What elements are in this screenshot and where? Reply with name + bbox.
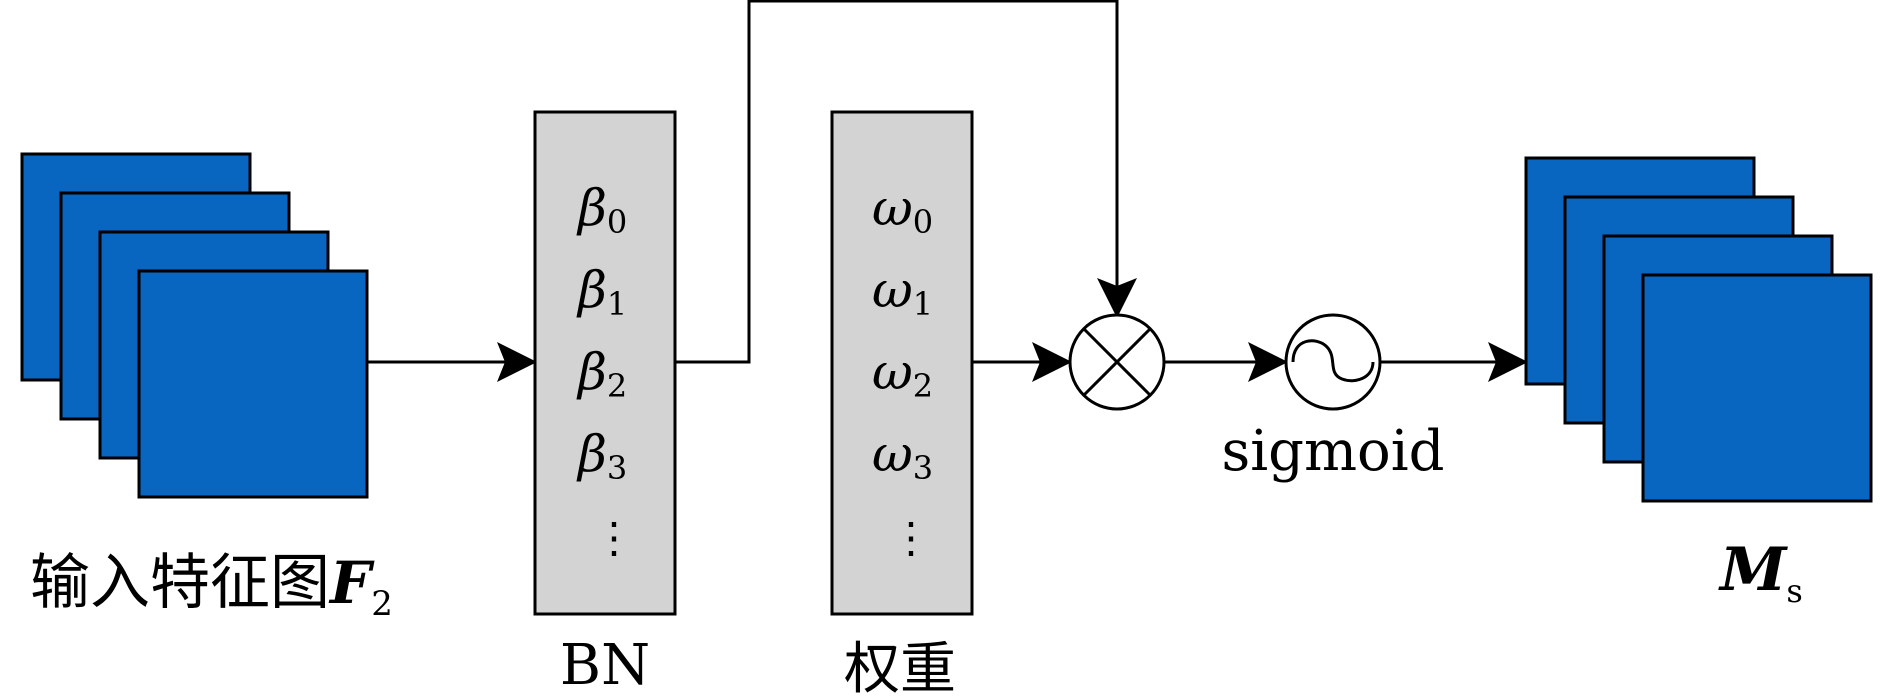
weight-label: 权重	[844, 637, 956, 700]
beta-symbol: β	[576, 179, 607, 237]
bn-entry-3: β3	[576, 425, 627, 487]
weight-entry-2: ω2	[872, 343, 933, 405]
bn-entries: β0 β1 β2 β3 ⋮	[576, 179, 635, 562]
weight-entry-1: ω1	[872, 261, 933, 323]
bn-subscript: 3	[607, 449, 627, 487]
input-feature-map-layer	[137, 269, 369, 499]
bn-ellipsis: ⋮	[593, 513, 635, 562]
omega-symbol: ω	[872, 343, 913, 401]
input-subscript: 2	[371, 584, 393, 624]
omega-symbol: ω	[872, 425, 913, 483]
bn-entry-1: β1	[576, 261, 627, 323]
input-label: 输入特征图F2	[30, 548, 393, 624]
bn-subscript: 1	[607, 285, 627, 323]
beta-symbol: β	[576, 261, 607, 319]
weight-subscript: 3	[913, 449, 933, 487]
omega-symbol: ω	[872, 261, 913, 319]
output-feature-map-stack	[1524, 156, 1873, 503]
weight-subscript: 1	[913, 285, 933, 323]
bn-label: BN	[560, 633, 650, 698]
weight-subscript: 2	[913, 367, 933, 405]
bn-entry-2: β2	[576, 343, 627, 405]
weight-entry-3: ω3	[872, 425, 933, 487]
omega-symbol: ω	[872, 179, 913, 237]
output-subscript: s	[1786, 572, 1802, 610]
weight-entry-0: ω0	[872, 179, 933, 241]
bn-subscript: 2	[607, 367, 627, 405]
arrow-bn-to-multiply	[675, 0, 1137, 364]
beta-symbol: β	[576, 425, 607, 483]
beta-symbol: β	[576, 343, 607, 401]
weight-column	[830, 110, 974, 616]
input-label-text: 输入特征图	[30, 548, 330, 618]
sigmoid-icon	[1284, 313, 1382, 411]
sigmoid-label: sigmoid	[1221, 419, 1444, 484]
weight-entries: ω0 ω1 ω2 ω3 ⋮	[872, 179, 933, 562]
bn-subscript: 0	[607, 203, 627, 241]
input-feature-map-stack	[20, 152, 369, 499]
output-feature-map-layer	[1641, 273, 1873, 503]
output-symbol: M	[1718, 535, 1788, 605]
bn-entry-0: β0	[576, 179, 627, 241]
output-label: Ms	[1718, 535, 1803, 610]
weight-ellipsis: ⋮	[890, 513, 932, 562]
multiply-icon	[1068, 313, 1166, 411]
input-symbol: F	[328, 549, 375, 617]
weight-subscript: 0	[913, 203, 933, 241]
